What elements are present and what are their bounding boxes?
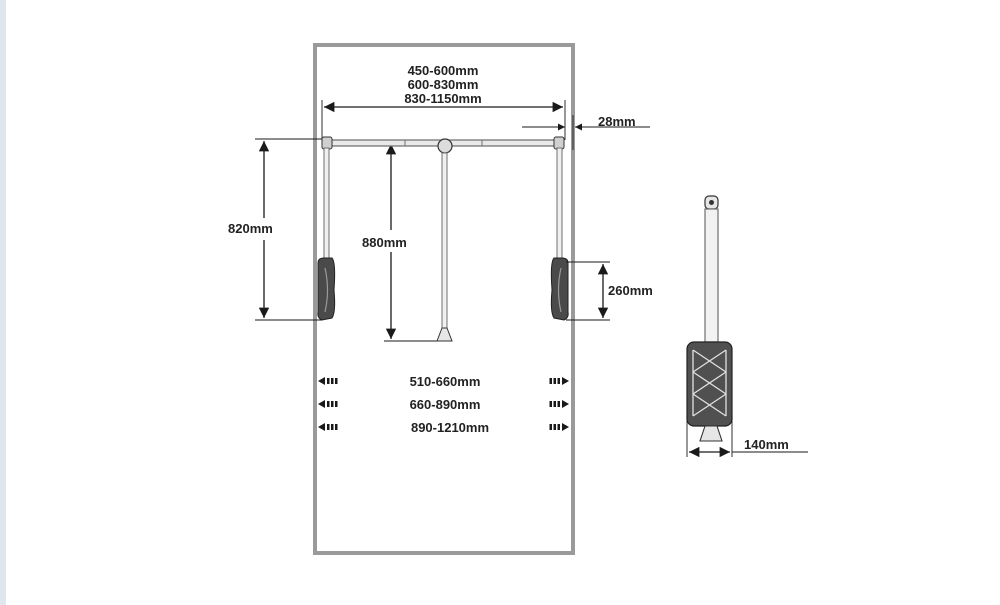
wardrobe-lift-front-view <box>317 136 569 342</box>
handle-height-dimension <box>566 261 610 321</box>
side-width-label: 140mm <box>744 437 789 452</box>
cabinet-width-arrows <box>318 377 569 431</box>
width-range-label-2: 600-830mm <box>408 77 479 92</box>
left-edge-strip <box>0 0 6 605</box>
cabinet-range-label-1: 510-660mm <box>410 374 481 389</box>
cabinet-range-label-3: 890-1210mm <box>411 420 489 435</box>
width-range-label-3: 830-1150mm <box>404 91 481 106</box>
width-range-label-1: 450-600mm <box>408 63 479 78</box>
arrow-right-icon <box>549 400 569 408</box>
outer-height-label: 820mm <box>228 221 273 236</box>
wardrobe-lift-side-view <box>686 195 733 442</box>
arrow-left-icon <box>318 423 338 431</box>
cabinet-frame <box>313 43 575 555</box>
outer-height-dimension <box>255 138 326 321</box>
handle-height-label: 260mm <box>608 283 653 298</box>
width-dimension <box>321 100 566 140</box>
cabinet-range-label-2: 660-890mm <box>410 397 481 412</box>
arrow-right-icon <box>549 377 569 385</box>
depth-label: 28mm <box>598 114 636 129</box>
center-height-label: 880mm <box>362 235 407 250</box>
center-height-dimension <box>384 144 444 342</box>
arrow-left-icon <box>318 377 338 385</box>
arrow-right-icon <box>549 423 569 431</box>
depth-dimension <box>522 115 650 150</box>
side-width-dimension <box>686 415 808 458</box>
arrow-left-icon <box>318 400 338 408</box>
